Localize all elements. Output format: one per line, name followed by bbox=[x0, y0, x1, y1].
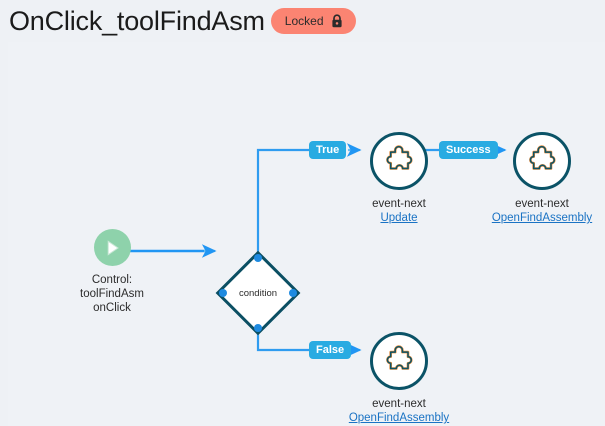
port-left[interactable] bbox=[219, 289, 227, 297]
node-event-link-openfindassembly[interactable]: OpenFindAssembly bbox=[491, 212, 593, 224]
status-badge-locked: Locked bbox=[270, 8, 356, 34]
port-top[interactable] bbox=[254, 254, 262, 262]
node-event-type-label: event-next bbox=[372, 198, 426, 210]
node-event-next-openfindassembly-false[interactable]: event-next OpenFindAssembly bbox=[324, 332, 474, 426]
status-badge-label: Locked bbox=[284, 14, 324, 28]
puzzle-piece-icon bbox=[370, 132, 428, 190]
decision-diamond[interactable]: condition bbox=[212, 247, 304, 339]
puzzle-piece-icon bbox=[513, 132, 571, 190]
node-condition[interactable]: condition bbox=[212, 247, 304, 339]
node-condition-label: condition bbox=[238, 287, 278, 299]
play-icon bbox=[93, 229, 131, 266]
edge-label-true[interactable]: True bbox=[309, 141, 347, 159]
node-event-type-label: event-next bbox=[515, 198, 569, 210]
page-title: OnClick_toolFindAsm bbox=[9, 6, 265, 36]
puzzle-piece-icon bbox=[370, 332, 428, 390]
node-event-next-openfindassembly-success[interactable]: event-next OpenFindAssembly bbox=[467, 132, 605, 226]
port-right[interactable] bbox=[289, 289, 297, 297]
node-event-link-openfindassembly[interactable]: OpenFindAssembly bbox=[348, 412, 450, 424]
edge-label-false[interactable]: False bbox=[309, 341, 352, 359]
node-start-control[interactable]: Control: toolFindAsm onClick bbox=[62, 229, 162, 315]
flow-canvas[interactable]: Control: toolFindAsm onClick condition e… bbox=[8, 42, 605, 426]
node-start-label: Control: toolFindAsm onClick bbox=[80, 274, 144, 314]
node-event-next-update[interactable]: event-next Update bbox=[324, 132, 474, 226]
page-header: OnClick_toolFindAsm Locked bbox=[0, 0, 605, 42]
edge-label-success[interactable]: Success bbox=[439, 141, 498, 159]
lock-icon bbox=[331, 14, 343, 28]
node-event-type-label: event-next bbox=[372, 398, 426, 410]
node-event-link-update[interactable]: Update bbox=[380, 212, 418, 224]
edge-condition-true bbox=[256, 143, 362, 252]
port-bottom[interactable] bbox=[254, 324, 262, 332]
